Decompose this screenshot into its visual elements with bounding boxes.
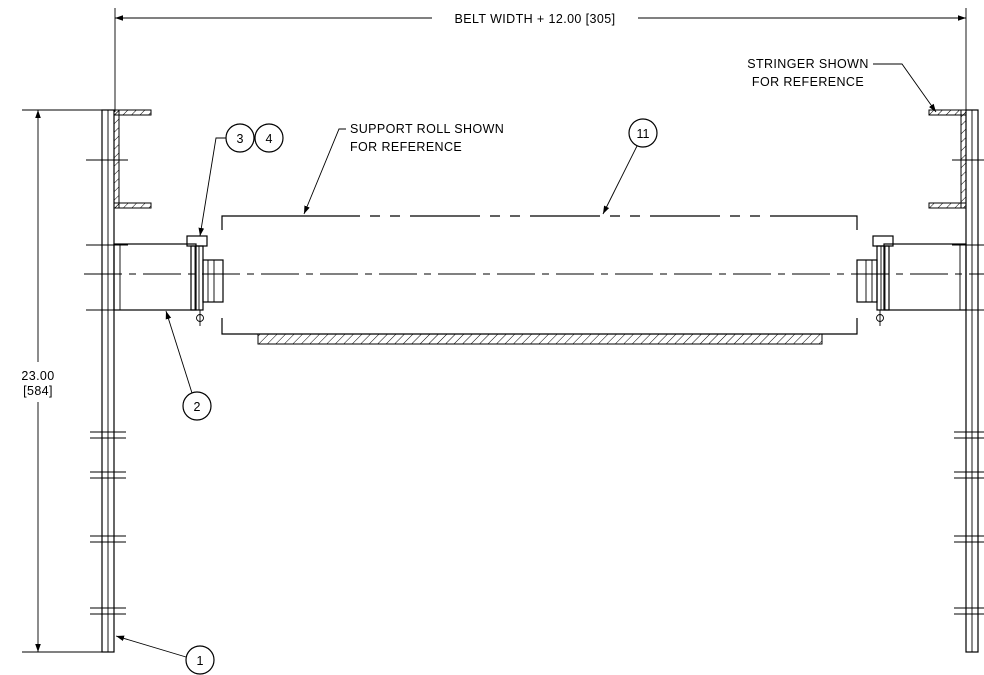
height-dimension-label: 23.00 bbox=[21, 369, 54, 383]
left-stringer-channel bbox=[113, 109, 152, 209]
right-frame-bracket bbox=[952, 109, 984, 653]
width-dimension-label: BELT WIDTH + 12.00 [305] bbox=[455, 12, 616, 26]
balloon-11-label: 11 bbox=[637, 127, 650, 141]
balloon-4-label: 4 bbox=[266, 132, 273, 146]
stringer-note-line1: STRINGER SHOWN bbox=[747, 57, 869, 71]
balloon-1: 1 bbox=[115, 635, 215, 675]
right-shaft-bracket bbox=[856, 235, 967, 326]
balloon-1-label: 1 bbox=[197, 654, 204, 668]
balloon-3-4-leader bbox=[198, 137, 226, 237]
balloon-2: 2 bbox=[165, 310, 212, 421]
stringer-note-line2: FOR REFERENCE bbox=[752, 75, 864, 89]
balloon-11: 11 bbox=[602, 118, 658, 215]
support-roll-note-line1: SUPPORT ROLL SHOWN bbox=[350, 122, 504, 136]
height-dimension-label-metric: [584] bbox=[23, 384, 53, 398]
right-stringer-channel bbox=[928, 109, 967, 209]
left-frame-bracket bbox=[86, 109, 128, 653]
balloon-3-label: 3 bbox=[237, 132, 244, 146]
stringer-note: STRINGER SHOWN FOR REFERENCE bbox=[747, 57, 937, 113]
support-roll bbox=[221, 215, 858, 345]
balloon-2-label: 2 bbox=[194, 400, 201, 414]
balloon-4: 4 bbox=[254, 123, 284, 153]
support-roll-note: SUPPORT ROLL SHOWN FOR REFERENCE bbox=[303, 122, 504, 215]
width-dimension: BELT WIDTH + 12.00 [305] bbox=[114, 8, 967, 112]
left-shaft-bracket bbox=[113, 235, 224, 326]
balloon-3: 3 bbox=[225, 123, 255, 153]
height-dimension: 23.00 [584] bbox=[21, 109, 104, 653]
support-roll-note-line2: FOR REFERENCE bbox=[350, 140, 462, 154]
